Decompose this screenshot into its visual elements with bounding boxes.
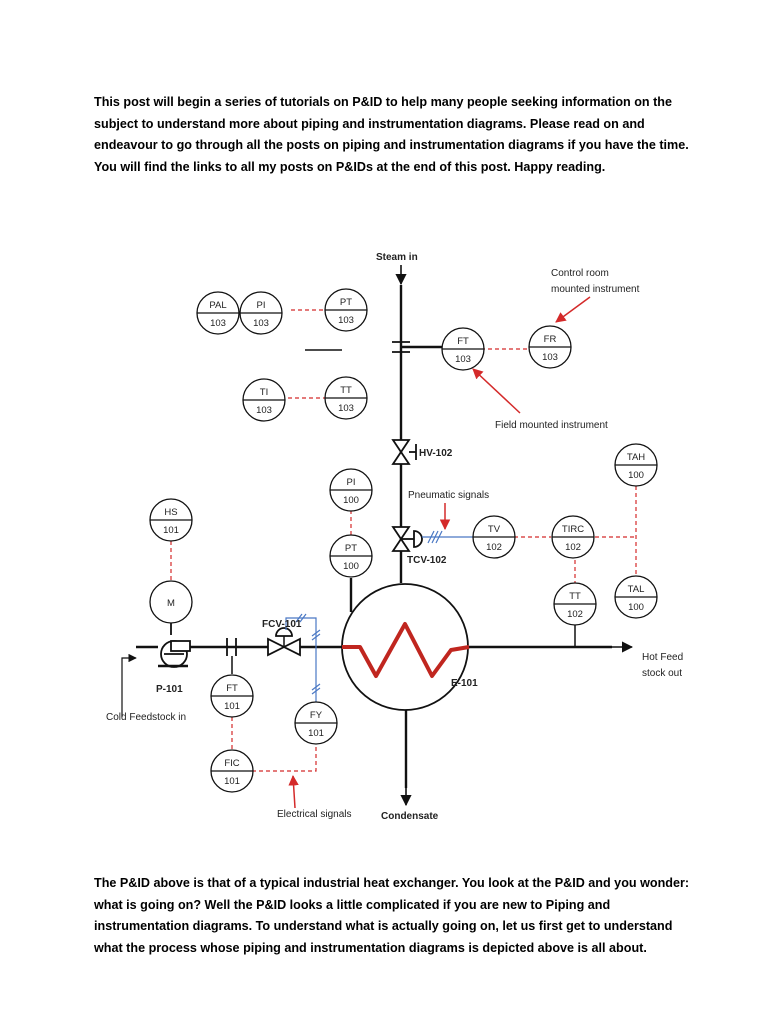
- instrument-number: 100: [343, 561, 359, 572]
- instrument-tag: TAL: [628, 584, 645, 595]
- hv-102-valve[interactable]: [391, 439, 417, 465]
- instrument-tt102[interactable]: TT 102: [553, 582, 597, 626]
- closing-paragraph: The P&ID above is that of a typical indu…: [94, 876, 690, 955]
- fcv-101-valve[interactable]: [267, 627, 301, 657]
- instrument-pt100[interactable]: PT 100: [329, 534, 373, 578]
- hot-feed-label: Hot Feed: [642, 652, 683, 663]
- instrument-tag: PAL: [209, 300, 226, 311]
- control-room-label: Control room: [551, 268, 609, 279]
- condensate-label: Condensate: [381, 811, 439, 822]
- instrument-tag: FIC: [224, 758, 239, 769]
- instrument-tag: HS: [164, 507, 177, 518]
- instrument-number: 103: [253, 318, 269, 329]
- instrument-fr103[interactable]: FR 103: [528, 325, 572, 369]
- instrument-pal103[interactable]: PAL 103: [196, 291, 240, 335]
- flow-arrows: [121, 265, 634, 807]
- instrument-pi103[interactable]: PI 103: [239, 291, 283, 335]
- diagram-labels: Steam in Control room mounted instrument…: [106, 252, 683, 822]
- instrument-number: 101: [308, 728, 324, 739]
- instrument-tag: TIRC: [562, 524, 584, 535]
- intro-paragraph: This post will begin a series of tutoria…: [94, 95, 689, 174]
- instrument-tag: TT: [340, 385, 352, 396]
- instrument-number: 103: [455, 354, 471, 365]
- pump-p-101[interactable]: [158, 640, 191, 668]
- instrument-tag: PT: [340, 297, 352, 308]
- instrument-ft103[interactable]: FT 103: [441, 327, 485, 371]
- tcv-102-valve[interactable]: [391, 526, 423, 552]
- p-101-label: P-101: [156, 684, 183, 695]
- electrical-signal-lines: [170, 309, 637, 772]
- instrument-pt103[interactable]: PT 103: [324, 288, 368, 332]
- instrument-tag: FR: [544, 334, 557, 345]
- instrument-tag: TV: [488, 524, 501, 535]
- steam-in-label: Steam in: [376, 252, 418, 263]
- heat-exchanger-e-101[interactable]: [341, 583, 470, 711]
- instrument-fy101[interactable]: FY 101: [294, 701, 338, 745]
- hv-102-label: HV-102: [419, 448, 453, 459]
- instrument-tag: FT: [457, 336, 469, 347]
- instrument-hs101[interactable]: HS 101: [149, 498, 193, 542]
- e-101-label: E-101: [451, 678, 478, 689]
- instrument-tt103[interactable]: TT 103: [324, 376, 368, 420]
- instrument-number: 103: [256, 405, 272, 416]
- instrument-tag: PI: [257, 300, 266, 311]
- instrument-tag: PI: [347, 477, 356, 488]
- process-piping: [136, 285, 612, 788]
- stock-out-label: stock out: [642, 668, 682, 679]
- instrument-bubbles: PAL103PI103PT103FT103FR103TI103TT103PI10…: [149, 288, 658, 793]
- instrument-ft101[interactable]: FT 101: [210, 674, 254, 718]
- instrument-tah100[interactable]: TAH 100: [614, 443, 658, 487]
- instrument-tag: FT: [226, 683, 238, 694]
- instrument-number: 102: [486, 542, 502, 553]
- instrument-number: 101: [163, 525, 179, 536]
- instrument-number: 102: [567, 609, 583, 620]
- electrical-signals-label: Electrical signals: [277, 809, 351, 820]
- instrument-number: 103: [338, 315, 354, 326]
- instrument-tal100[interactable]: TAL 100: [614, 575, 658, 619]
- instrument-number: 100: [343, 495, 359, 506]
- instrument-number: 101: [224, 701, 240, 712]
- instrument-number: 101: [224, 776, 240, 787]
- pneumatic-signals-label: Pneumatic signals: [408, 490, 489, 501]
- cold-feed-label: Cold Feedstock in: [106, 712, 186, 723]
- instrument-tag: M: [167, 598, 175, 609]
- instrument-number: 103: [210, 318, 226, 329]
- instrument-tag: TT: [569, 591, 581, 602]
- instrument-tag: FY: [310, 710, 323, 721]
- tcv-102-label: TCV-102: [407, 555, 447, 566]
- instrument-number: 100: [628, 470, 644, 481]
- instrument-number: 103: [542, 352, 558, 363]
- fcv-101-label: FCV-101: [262, 619, 302, 630]
- instrument-tirc102[interactable]: TIRC 102: [551, 515, 595, 559]
- instrument-tag: TAH: [627, 452, 645, 463]
- instrument-number: 100: [628, 602, 644, 613]
- annotation-arrows: [288, 296, 591, 809]
- instrument-m[interactable]: M: [149, 580, 193, 624]
- instrument-pi100[interactable]: PI 100: [329, 468, 373, 512]
- instrument-tv102[interactable]: TV 102: [472, 515, 516, 559]
- mounted-instrument-label: mounted instrument: [551, 284, 640, 295]
- instrument-tag: TI: [260, 387, 268, 398]
- instrument-ti103[interactable]: TI 103: [242, 378, 286, 422]
- instrument-number: 103: [338, 403, 354, 414]
- instrument-number: 102: [565, 542, 581, 553]
- instrument-fic101[interactable]: FIC 101: [210, 749, 254, 793]
- pneumatic-signal-lines: [285, 530, 481, 706]
- field-mounted-label: Field mounted instrument: [495, 420, 608, 431]
- instrument-tag: PT: [345, 543, 357, 554]
